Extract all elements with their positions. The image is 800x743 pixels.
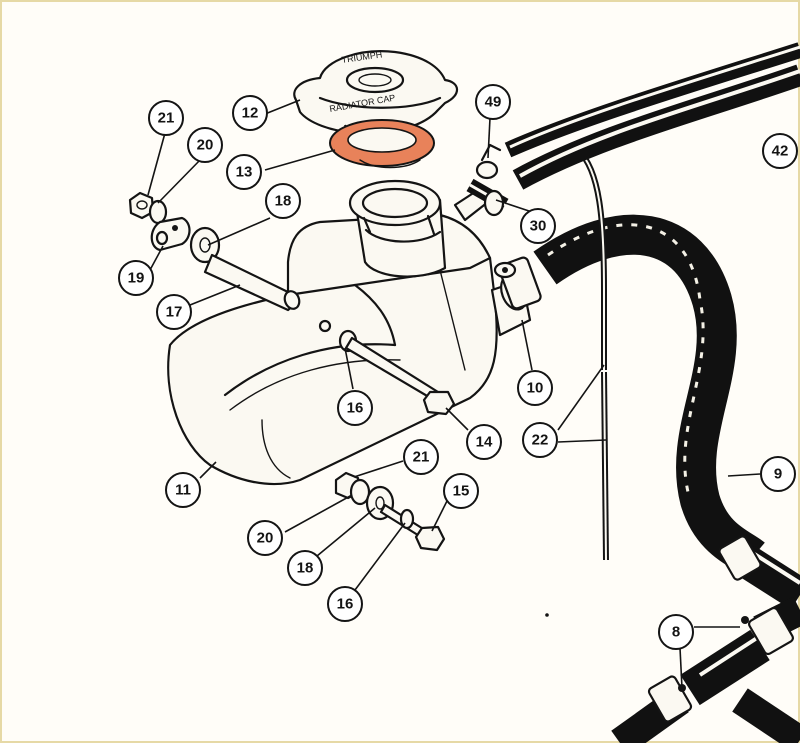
callout-49: 49 (475, 84, 511, 120)
svg-text:12: 12 (242, 105, 259, 122)
svg-text:13: 13 (236, 164, 253, 181)
outlet-hose-clip (493, 256, 542, 310)
svg-text:30: 30 (530, 218, 547, 235)
callout-11: 11 (165, 472, 201, 508)
svg-text:18: 18 (275, 193, 292, 210)
svg-text:20: 20 (257, 530, 274, 547)
callout-10: 10 (517, 370, 553, 406)
bracket-fixing-upper (128, 191, 301, 312)
overflow-pipe (575, 147, 609, 561)
callout-16-lower: 16 (327, 586, 363, 622)
callout-18-upper: 18 (265, 183, 301, 219)
svg-text:16: 16 (347, 400, 364, 417)
svg-text:20: 20 (197, 137, 214, 154)
cap-seal-washer (329, 119, 435, 169)
callout-14: 14 (466, 424, 502, 460)
bracket-fixing-lower (334, 471, 446, 552)
callout-12: 12 (232, 95, 268, 131)
callout-17: 17 (156, 294, 192, 330)
callout-21-lower: 21 (403, 439, 439, 475)
heater-hose (533, 214, 765, 575)
svg-text:21: 21 (413, 449, 430, 466)
callout-22: 22 (522, 422, 558, 458)
svg-text:42: 42 (772, 143, 789, 160)
callout-30: 30 (520, 208, 556, 244)
svg-text:16: 16 (337, 596, 354, 613)
callout-20-lower: 20 (247, 520, 283, 556)
svg-text:22: 22 (532, 432, 549, 449)
callout-16-upper: 16 (337, 390, 373, 426)
svg-text:17: 17 (166, 304, 183, 321)
svg-text:8: 8 (672, 624, 680, 641)
svg-text:18: 18 (297, 560, 314, 577)
svg-text:49: 49 (485, 94, 502, 111)
callout-19: 19 (118, 260, 154, 296)
callout-20-upper: 20 (187, 127, 223, 163)
hose-clips (647, 535, 794, 723)
callout-9: 9 (760, 456, 796, 492)
callout-18-lower: 18 (287, 550, 323, 586)
callout-15: 15 (443, 473, 479, 509)
svg-text:21: 21 (158, 110, 175, 127)
bypass-pipe (504, 42, 800, 190)
svg-text:11: 11 (175, 482, 191, 499)
callout-13: 13 (226, 154, 262, 190)
callout-21-upper: 21 (148, 100, 184, 136)
callout-42: 42 (762, 133, 798, 169)
svg-text:19: 19 (128, 270, 145, 287)
svg-text:9: 9 (774, 466, 782, 483)
callout-8: 8 (658, 614, 694, 650)
svg-text:14: 14 (476, 434, 493, 451)
svg-text:15: 15 (453, 483, 470, 500)
svg-text:10: 10 (527, 380, 544, 397)
